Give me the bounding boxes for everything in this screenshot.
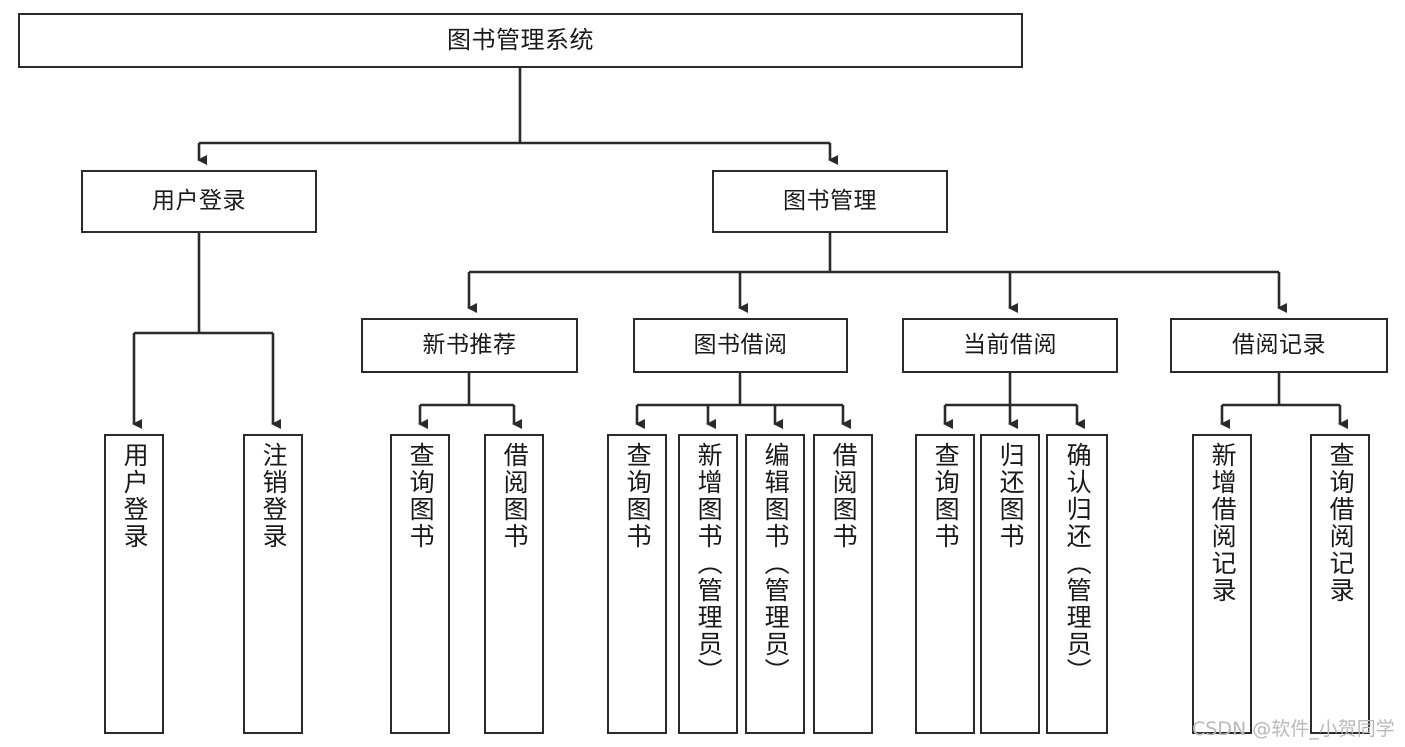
node-leaf-label: 新增借阅记录 — [1208, 442, 1238, 604]
node-leaf-edit-book-admin[interactable]: 编辑图书（管理员） — [745, 434, 805, 734]
node-leaf-borrow-book-action[interactable]: 借阅图书 — [813, 434, 873, 734]
node-book-management-label: 图书管理 — [783, 188, 877, 215]
node-current-borrow[interactable]: 当前借阅 — [902, 318, 1118, 373]
node-book-borrow-label: 图书借阅 — [693, 332, 788, 359]
node-leaf-label: 归还图书 — [996, 442, 1026, 550]
node-leaf-label: 借阅图书 — [500, 442, 530, 550]
node-leaf-logout-action[interactable]: 注销登录 — [243, 434, 303, 734]
node-user-login[interactable]: 用户登录 — [81, 170, 317, 233]
node-leaf-label: 用户登录 — [120, 442, 150, 550]
node-leaf-query-book-recommend[interactable]: 查询图书 — [390, 434, 450, 734]
node-leaf-confirm-return-admin[interactable]: 确认归还（管理员） — [1046, 434, 1108, 734]
node-leaf-query-borrow-record[interactable]: 查询借阅记录 — [1310, 434, 1370, 734]
node-leaf-label: 编辑图书（管理员） — [761, 442, 791, 685]
node-leaf-user-login-action[interactable]: 用户登录 — [104, 434, 164, 734]
node-leaf-label: 查询图书 — [623, 442, 653, 550]
node-leaf-add-book-admin[interactable]: 新增图书（管理员） — [678, 434, 738, 734]
node-new-book-recommend[interactable]: 新书推荐 — [361, 318, 578, 373]
node-root-system[interactable]: 图书管理系统 — [18, 13, 1023, 68]
node-user-login-label: 用户登录 — [152, 188, 246, 215]
node-new-book-recommend-label: 新书推荐 — [422, 332, 517, 359]
node-book-management[interactable]: 图书管理 — [712, 170, 948, 233]
node-leaf-query-book-borrow[interactable]: 查询图书 — [607, 434, 667, 734]
node-leaf-label: 新增图书（管理员） — [694, 442, 724, 685]
node-leaf-label: 查询图书 — [406, 442, 436, 550]
node-borrow-record-label: 借阅记录 — [1232, 332, 1326, 359]
node-leaf-query-book-current[interactable]: 查询图书 — [915, 434, 975, 734]
node-leaf-label: 查询借阅记录 — [1326, 442, 1356, 604]
node-root-label: 图书管理系统 — [447, 25, 594, 54]
node-leaf-add-borrow-record[interactable]: 新增借阅记录 — [1192, 434, 1252, 734]
node-leaf-label: 注销登录 — [259, 442, 289, 550]
node-leaf-return-book-action[interactable]: 归还图书 — [980, 434, 1040, 734]
node-leaf-label: 查询图书 — [931, 442, 961, 550]
node-leaf-borrow-book-recommend[interactable]: 借阅图书 — [484, 434, 544, 734]
node-borrow-record[interactable]: 借阅记录 — [1170, 318, 1388, 373]
node-current-borrow-label: 当前借阅 — [963, 332, 1057, 359]
node-leaf-label: 确认归还（管理员） — [1063, 442, 1093, 685]
node-leaf-label: 借阅图书 — [829, 442, 859, 550]
node-book-borrow[interactable]: 图书借阅 — [633, 318, 848, 373]
